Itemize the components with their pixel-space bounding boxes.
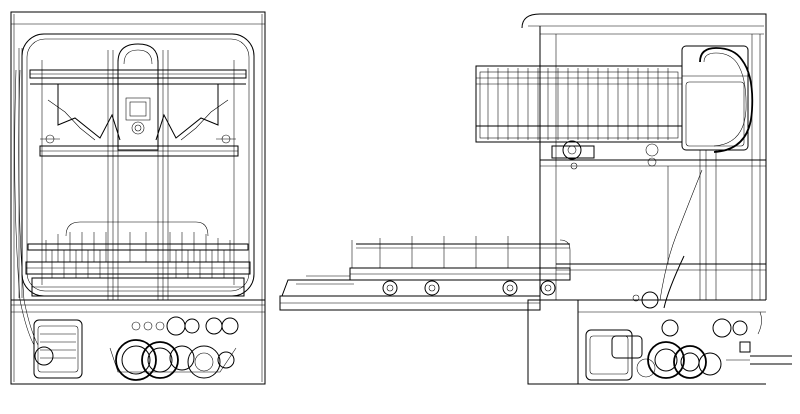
tine-rows xyxy=(45,232,231,278)
upper-rack xyxy=(475,65,683,143)
open-door xyxy=(279,275,541,311)
rack-wheels xyxy=(382,280,556,296)
side-view xyxy=(279,13,792,385)
spray-arm-manifold xyxy=(117,43,159,151)
outlet-hose xyxy=(726,311,792,365)
spray-arm-hub xyxy=(551,140,659,170)
outer-cabinet xyxy=(10,11,266,385)
front-view xyxy=(10,11,266,385)
outer-cabinet xyxy=(521,13,767,385)
side-hose xyxy=(14,69,39,346)
riser-lines xyxy=(659,166,703,309)
pump-motor-assembly xyxy=(109,316,239,381)
upper-rack xyxy=(29,69,247,157)
filter-coil xyxy=(699,47,754,300)
pulled-out-lower-rack xyxy=(349,236,571,281)
pump-motor-assembly xyxy=(585,291,748,381)
door-frame xyxy=(18,33,255,298)
drain-pump xyxy=(33,319,83,379)
lower-rack xyxy=(25,221,251,297)
